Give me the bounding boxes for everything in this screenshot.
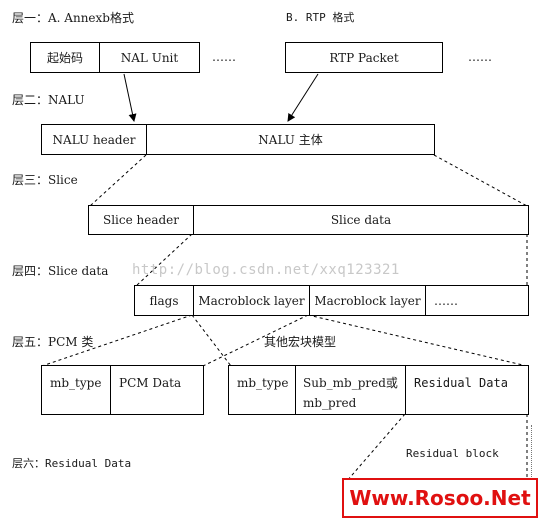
other-mb-type-cell: mb_type [237, 376, 289, 390]
pcm-mb-type-cell: mb_type [50, 376, 102, 390]
dash-residual-left [345, 413, 406, 483]
layer3-label: 层三：Slice [12, 173, 78, 187]
divider [110, 366, 111, 414]
nal-unit-cell: NAL Unit [120, 50, 179, 65]
dash-nalu-to-slice-left [89, 154, 147, 207]
dash-mb-to-other-left [202, 314, 309, 367]
dash-mb-to-pcm-right [191, 314, 232, 367]
arrow-rtp-to-nalu [287, 73, 319, 122]
divider [193, 206, 194, 234]
arrow-nal-unit-to-nalu [123, 73, 137, 122]
layer4-label: 层四：Slice data [12, 264, 109, 278]
macroblock-layer-cell-2: Macroblock layer [314, 293, 421, 308]
sub-mb-pred-text: Sub_mb_pred或 [303, 376, 398, 390]
divider [99, 43, 100, 72]
layer5-label: 层五：PCM 类 [12, 335, 94, 349]
nalu-body-cell: NALU 主体 [258, 133, 323, 147]
divider [193, 286, 194, 315]
row1-ellipsis-a: …… [212, 50, 236, 64]
rtp-packet-cell: RTP Packet [329, 50, 399, 65]
residual-block-label: Residual block [406, 447, 499, 460]
dash-mb-to-pcm-left [41, 314, 193, 367]
dotted-edge [531, 425, 536, 485]
pcm-data-cell: PCM Data [119, 376, 182, 390]
dash-nalu-to-slice-right [433, 154, 528, 207]
slice-header-cell: Slice header [102, 213, 180, 227]
pcm-box: mb_type PCM Data [41, 365, 204, 415]
slice-box: Slice header Slice data [88, 205, 529, 235]
layer2-label: 层二：NALU [12, 93, 85, 107]
divider [309, 286, 310, 315]
rosoo-logo: Www.Rosoo.Net [342, 478, 538, 518]
layer1b-label: B. RTP 格式 [286, 11, 355, 24]
start-code-cell: 起始码 [46, 51, 83, 65]
dash-slice-data-to-row4-left [135, 233, 193, 287]
layer5b-label: 其他宏块模型 [264, 335, 337, 349]
annexb-box: 起始码 NAL Unit [30, 42, 200, 73]
macroblock-layer-cell-1: Macroblock layer [198, 293, 305, 308]
rtp-packet-box: RTP Packet [285, 42, 443, 73]
divider [405, 366, 406, 414]
dash-mb-to-other-right [307, 314, 528, 367]
mb-pred-text: mb_pred [303, 396, 357, 410]
row1-ellipsis-b: …… [468, 50, 492, 64]
row4-ellipsis: …… [434, 293, 458, 308]
divider [146, 125, 147, 154]
flags-cell: flags [149, 293, 179, 308]
other-mb-box: mb_type Sub_mb_pred或 mb_pred Residual Da… [228, 365, 529, 415]
nalu-header-cell: NALU header [52, 132, 136, 147]
divider [295, 366, 296, 414]
watermark-url: http://blog.csdn.net/xxq123321 [132, 262, 400, 278]
divider [425, 286, 426, 315]
layer1-label: 层一：A. Annexb格式 [12, 11, 134, 25]
layer6-label: 层六：Residual Data [12, 457, 132, 470]
slice-data-cell: Slice data [330, 213, 392, 227]
residual-data-cell: Residual Data [414, 376, 508, 390]
nalu-box: NALU header NALU 主体 [41, 124, 435, 155]
slice-data-row-box: flags Macroblock layer Macroblock layer … [134, 285, 529, 316]
